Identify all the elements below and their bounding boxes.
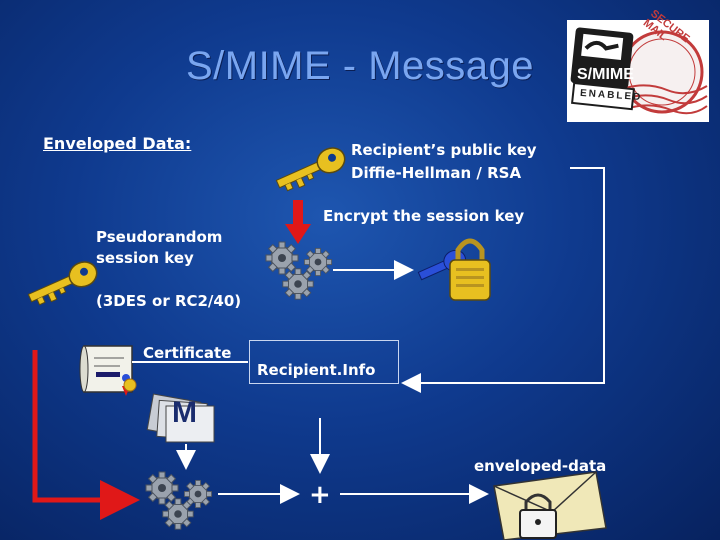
recipient-public-key-label: Recipient’s public key <box>351 141 537 159</box>
encrypted-key-lock-icon <box>417 238 491 301</box>
plus-sign: + <box>309 480 331 510</box>
enveloped-data-heading: Enveloped Data: <box>43 134 192 153</box>
slide-title: S/MIME - Message <box>185 44 535 88</box>
certificate-icon <box>79 345 137 396</box>
enveloped-data-output-label: enveloped-data <box>474 457 607 475</box>
message-encrypt-gears-icon <box>145 471 213 530</box>
session-key-red-arrow <box>32 350 140 520</box>
pseudorandom-label: Pseudorandom <box>96 228 223 246</box>
envelope-icon <box>493 471 607 540</box>
message-letter: M <box>172 396 197 429</box>
session-key-icon <box>24 257 102 310</box>
session-key-label: session key <box>96 249 194 267</box>
cipher-options-label: (3DES or RC2/40) <box>96 292 242 310</box>
smime-logo: S/MIME ENABLED SECURE MAIL <box>567 8 709 122</box>
certificate-label: Certificate <box>143 344 232 362</box>
public-key-connector <box>401 167 605 393</box>
encrypt-gears-icon <box>265 241 333 300</box>
logo-smime-text: S/MIME <box>577 66 634 83</box>
public-key-icon <box>272 143 350 196</box>
smime-logo-graphic <box>570 27 708 115</box>
encrypt-session-key-label: Encrypt the session key <box>323 207 525 225</box>
message-document-icon <box>146 393 215 443</box>
key-algorithms-label: Diffie-Hellman / RSA <box>351 164 522 182</box>
encrypt-arrow <box>285 200 311 244</box>
recipient-info-box: Recipient.Info <box>249 340 399 384</box>
